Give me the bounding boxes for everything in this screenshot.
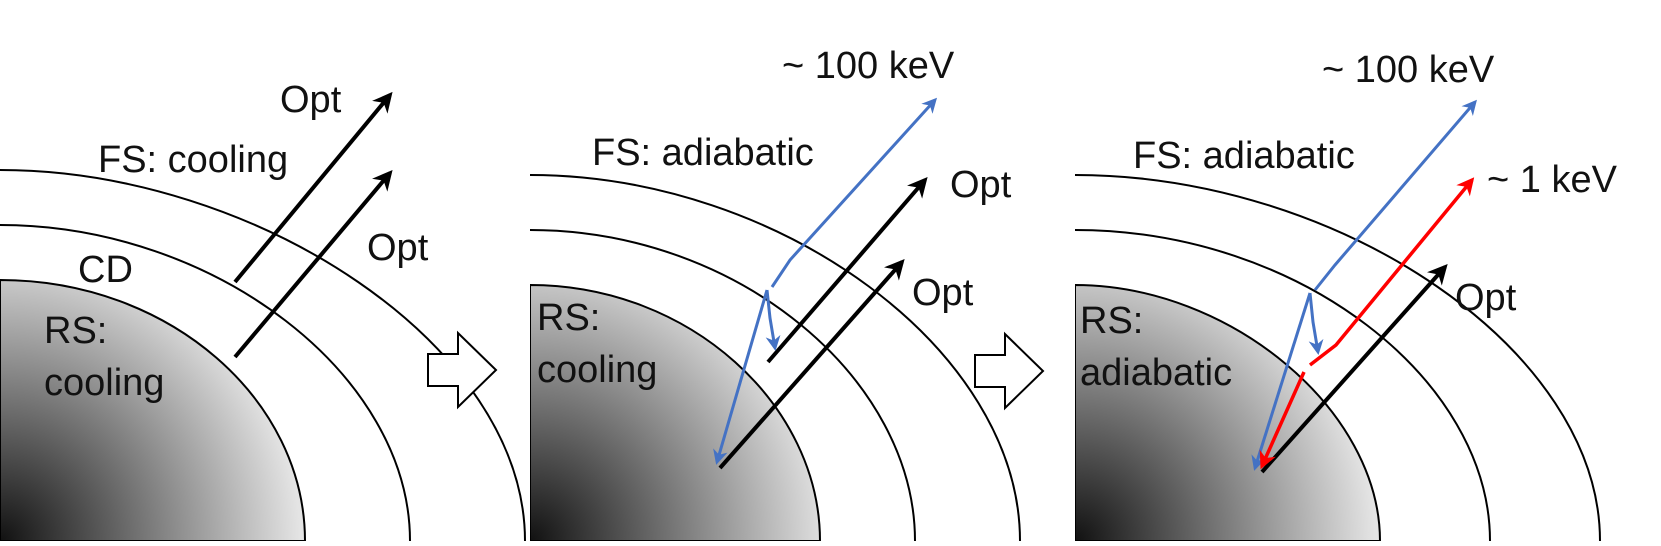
opt-label-upper: Opt: [950, 164, 1012, 206]
energy-label: ~ 100 keV: [1322, 49, 1495, 91]
xray-arrow-inward-short: [765, 289, 781, 351]
xray-arrow-outgoing: [770, 97, 938, 288]
fs-label: FS: adiabatic: [592, 132, 814, 174]
rs-label-line1: RS:: [44, 310, 107, 352]
opt-label-lower: Opt: [1455, 277, 1517, 319]
opt-label-lower: Opt: [912, 272, 974, 314]
rs-label-line2: cooling: [44, 362, 164, 404]
rs-label-line2: cooling: [537, 349, 657, 391]
cd-label: CD: [78, 249, 133, 291]
soft-xray-arrow: [1308, 177, 1475, 367]
xray-arrow-inward-long: [1251, 292, 1312, 471]
xray-arrow-inward-short: [1308, 292, 1324, 355]
opt-label-lower: Opt: [367, 227, 429, 269]
opt-arrow-lower: [718, 259, 905, 470]
soft-xray-arrow-inward: [1259, 371, 1306, 470]
reverse-shock-region: [0, 278, 307, 541]
rs-label-line1: RS:: [1080, 300, 1143, 342]
opt-arrow-lower: [233, 169, 393, 359]
xray-arrow-outgoing: [1313, 99, 1477, 291]
forward-shock-arc: [1075, 174, 1601, 541]
panel-3: FS: adiabatic ~ 100 keV ~ 1 keV RS: adia…: [1075, 49, 1618, 541]
contact-discontinuity-arc: [0, 224, 411, 541]
reverse-shock-region: [530, 283, 822, 541]
opt-arrow-upper: [766, 176, 928, 364]
opt-arrow-lower: [1260, 264, 1448, 474]
opt-arrow-upper: [233, 91, 393, 284]
opt-label-upper: Opt: [280, 79, 342, 121]
fs-label: FS: adiabatic: [1133, 135, 1355, 177]
right-arrow-icon: [974, 331, 1045, 411]
forward-shock-arc: [0, 169, 526, 541]
forward-shock-arc: [530, 174, 1021, 541]
energy-label-2: ~ 1 keV: [1487, 159, 1618, 201]
panel-2: FS: adiabatic ~ 100 keV RS: cooling Opt …: [530, 45, 1021, 541]
rs-label-line1: RS:: [537, 297, 600, 339]
fs-label: FS: cooling: [98, 139, 288, 181]
right-arrow-icon: [427, 330, 498, 410]
xray-arrow-inward-long: [713, 289, 769, 465]
rs-label-line2: adiabatic: [1080, 352, 1232, 394]
energy-label: ~ 100 keV: [782, 45, 955, 87]
contact-discontinuity-arc: [1075, 229, 1491, 541]
panel-1: FS: cooling CD RS: cooling Opt Opt: [0, 79, 526, 541]
